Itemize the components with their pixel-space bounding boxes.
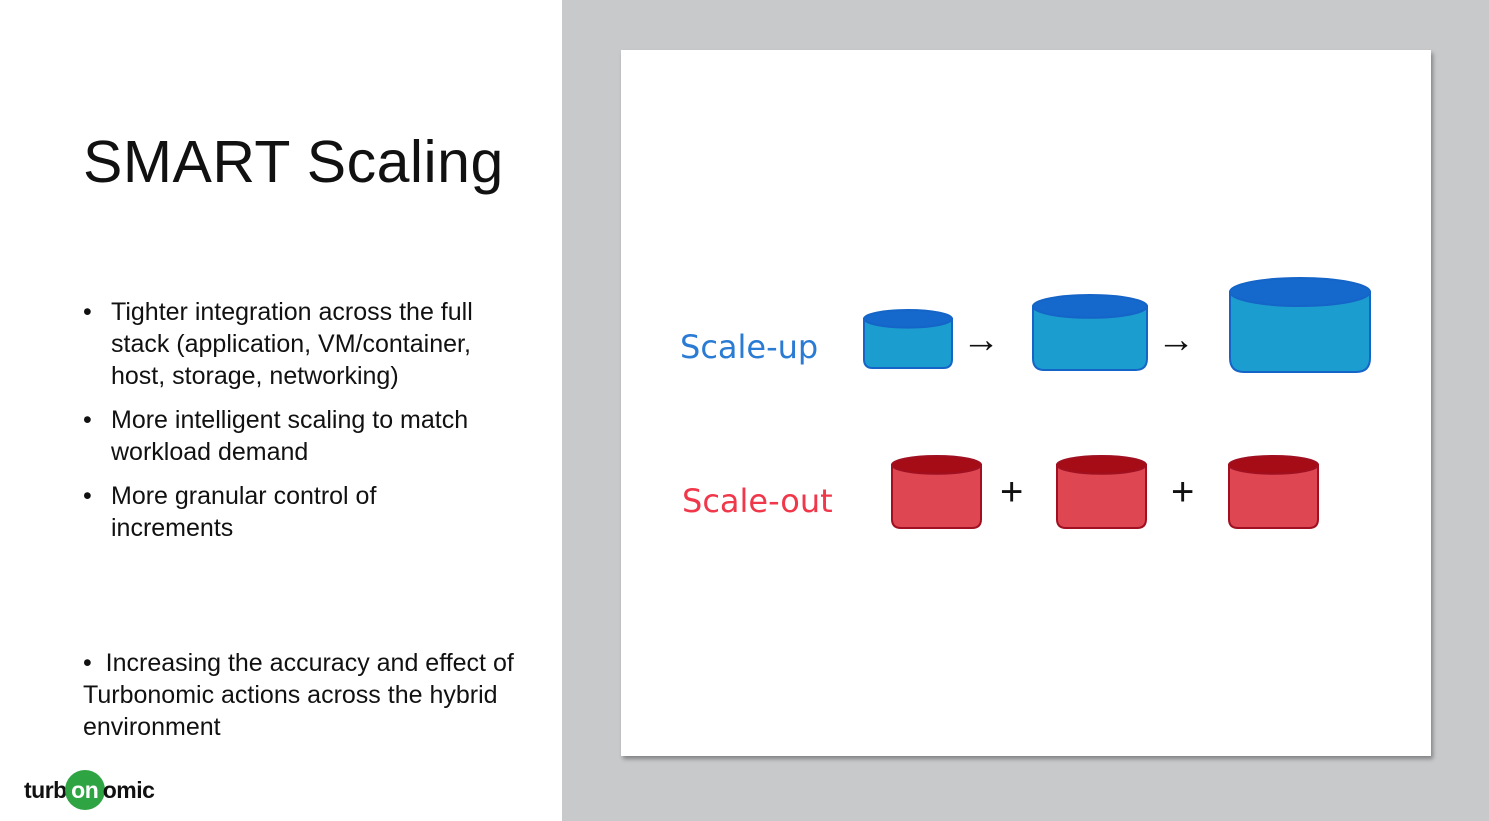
text-panel: SMART Scaling Tighter integration across… <box>0 0 562 821</box>
logo-circle: on <box>64 770 105 810</box>
logo-text: turb <box>24 777 67 803</box>
bullet-marker: • <box>83 649 92 677</box>
plus-icon: + <box>1000 470 1023 514</box>
logo-text: omic <box>102 777 155 803</box>
final-bullet-text: Increasing the accuracy and effect of Tu… <box>83 649 514 741</box>
server-cylinder-red <box>1228 463 1319 529</box>
server-cylinder-red <box>1056 463 1147 529</box>
final-bullet: • Increasing the accuracy and effect of … <box>83 647 523 743</box>
arrow-icon: → <box>1157 319 1195 361</box>
server-cylinder-blue <box>1032 305 1148 371</box>
arrow-icon: → <box>962 319 1000 361</box>
server-cylinder-blue <box>863 317 953 369</box>
slide-title: SMART Scaling <box>83 129 504 195</box>
cylinder-top <box>1056 455 1147 475</box>
cylinder-top <box>891 455 982 475</box>
bullet-item: Tighter integration across the full stac… <box>83 296 503 392</box>
bullet-item: More intelligent scaling to match worklo… <box>83 404 503 468</box>
bullet-item: More granular control of increments <box>83 480 503 544</box>
scale-out-label: Scale-out <box>682 482 833 520</box>
scale-up-label: Scale-up <box>680 328 818 366</box>
cylinder-top <box>863 309 953 329</box>
plus-icon: + <box>1171 470 1194 514</box>
server-cylinder-blue <box>1229 291 1371 373</box>
bullet-list: Tighter integration across the full stac… <box>83 296 503 556</box>
diagram-card <box>621 50 1431 756</box>
cylinder-top <box>1228 455 1319 475</box>
server-cylinder-red <box>891 463 982 529</box>
cylinder-top <box>1032 294 1148 319</box>
cylinder-top <box>1229 277 1371 307</box>
